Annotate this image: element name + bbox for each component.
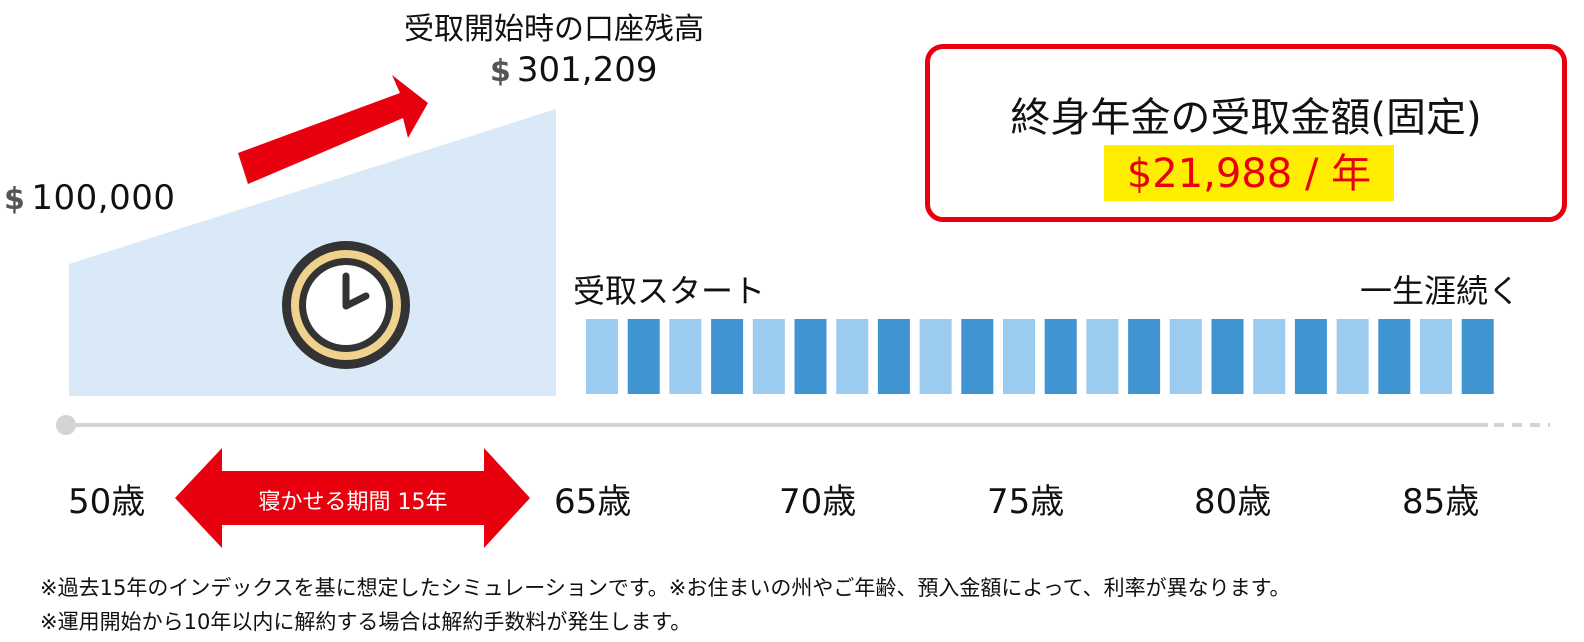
footnote: ※運用開始から10年以内に解約する場合は解約手数料が発生します。 xyxy=(40,610,692,634)
payout-bar xyxy=(1378,319,1411,394)
payout-bar xyxy=(1044,319,1077,394)
age-label: 65歳 xyxy=(554,482,632,522)
payout-bar xyxy=(1169,319,1202,394)
payout-bar xyxy=(627,319,660,394)
balance-at-start-label: 受取開始時の口座残高 xyxy=(404,12,704,47)
age-label: 50歳 xyxy=(68,482,146,522)
receive-start-label: 受取スタート xyxy=(573,272,766,310)
payout-bar xyxy=(1420,319,1452,394)
payout-bar xyxy=(1461,319,1494,394)
balance-at-start-value: 301,209 xyxy=(516,50,658,90)
deferral-period-label: 寝かせる期間 15年 xyxy=(258,490,448,515)
payout-bar xyxy=(1211,319,1244,394)
payout-bar xyxy=(586,319,618,394)
timeline-start-dot xyxy=(56,415,76,435)
payout-bar xyxy=(752,319,785,394)
payout-bar xyxy=(1294,319,1327,394)
payout-bar xyxy=(961,319,994,394)
age-label: 75歳 xyxy=(987,482,1065,522)
payout-bar xyxy=(919,319,952,394)
payout-bar xyxy=(1003,319,1035,394)
annuity-box-title: 終身年金の受取金額(固定) xyxy=(1010,95,1482,141)
payout-bar xyxy=(1336,319,1369,394)
start-balance-value: 100,000 xyxy=(31,178,176,218)
annuity-amount: $21,988 / 年 xyxy=(1104,145,1394,201)
footnote: ※過去15年のインデックスを基に想定したシミュレーションです。※お住まいの州やご… xyxy=(40,576,1291,600)
deferral-period-arrow xyxy=(175,448,530,548)
lifelong-label: 一生涯続く xyxy=(1360,272,1521,310)
start-balance: $100,000 xyxy=(4,178,175,218)
payout-bar xyxy=(877,319,910,394)
payout-bar xyxy=(1253,319,1286,394)
payout-bar xyxy=(1128,319,1161,394)
growth-arrow-icon xyxy=(238,75,428,184)
payout-bar xyxy=(794,319,827,394)
payout-bars xyxy=(586,319,1494,394)
age-label: 85歳 xyxy=(1402,482,1480,522)
age-label: 80歳 xyxy=(1194,482,1272,522)
currency-symbol: $ xyxy=(490,54,511,89)
age-label: 70歳 xyxy=(779,482,857,522)
payout-bar xyxy=(836,319,869,394)
payout-bar xyxy=(669,319,702,394)
balance-at-start: $301,209 xyxy=(490,50,657,90)
currency-symbol: $ xyxy=(4,182,26,217)
payout-bar xyxy=(711,319,744,394)
clock-icon xyxy=(282,241,410,369)
annuity-amount-box: 終身年金の受取金額(固定) $21,988 / 年 xyxy=(925,44,1567,222)
payout-bar xyxy=(1086,319,1119,394)
